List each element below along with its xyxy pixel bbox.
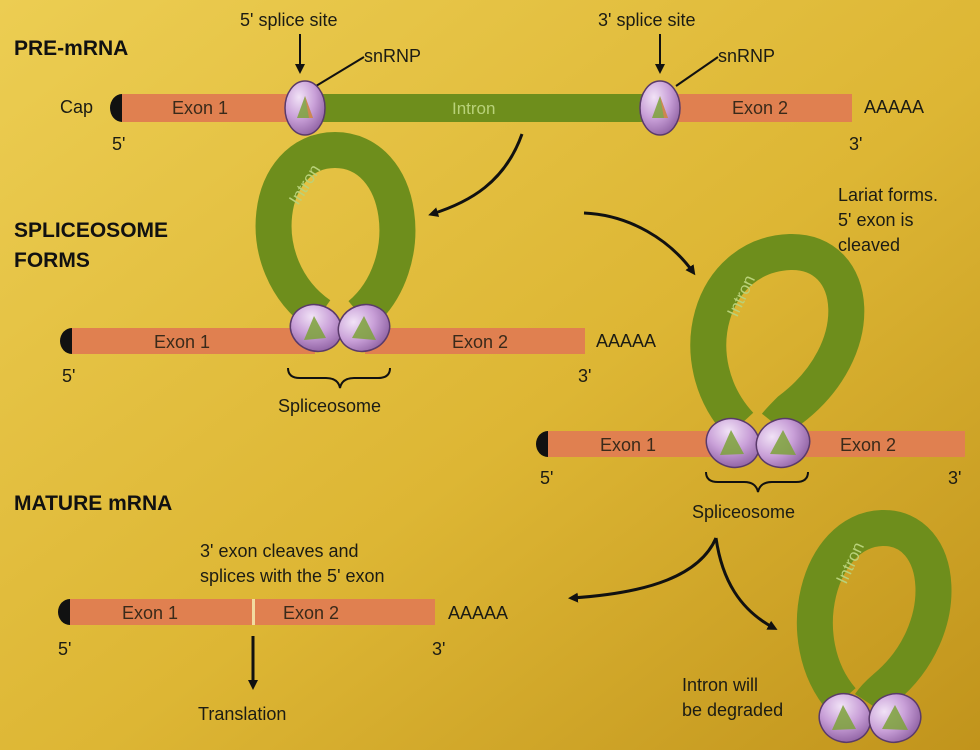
lariat-note-1: Lariat forms. xyxy=(838,185,938,205)
spliceosome-cap xyxy=(60,328,72,354)
pre-exon1 xyxy=(122,94,300,122)
mature-cap xyxy=(58,599,70,625)
lariat-intron-loop xyxy=(690,234,865,438)
snrnp-left xyxy=(284,80,326,136)
spliceosome-polya: AAAAA xyxy=(596,331,656,351)
pre-intron xyxy=(300,94,660,122)
lariat-end5: 5' xyxy=(540,468,553,488)
mature-end3: 3' xyxy=(432,639,445,659)
cap-label: Cap xyxy=(60,97,93,117)
degraded-note-2: be degraded xyxy=(682,700,783,720)
spliceosome-forms-heading-2: FORMS xyxy=(14,249,90,272)
spliceosome-label: Spliceosome xyxy=(278,396,381,416)
spliceosome-exon1 xyxy=(72,328,315,354)
arrow-to-degraded xyxy=(714,537,778,630)
lariat-brace xyxy=(705,471,809,493)
spliceosome-brace xyxy=(287,367,391,389)
arrow-to-mature xyxy=(568,537,718,603)
lariat-exon2-label: Exon 2 xyxy=(840,435,896,455)
pre-end3: 3' xyxy=(849,134,862,154)
snrnp-left-label: snRNP xyxy=(364,46,421,66)
splice-site-5-label: 5' splice site xyxy=(240,10,337,30)
cap-shape xyxy=(110,94,122,122)
lariat-cap xyxy=(536,431,548,457)
degraded-intron-loop xyxy=(796,510,952,715)
spliceosome-forms-heading-1: SPLICEOSOME xyxy=(14,219,168,242)
lariat-end3: 3' xyxy=(948,468,961,488)
mature-exon2 xyxy=(255,599,435,625)
lariat-exon1-label: Exon 1 xyxy=(600,435,656,455)
lariat-note-2: 5' exon is xyxy=(838,210,913,230)
snrnp-right-label: snRNP xyxy=(718,46,775,66)
pre-mrna-heading: PRE-mRNA xyxy=(14,37,128,60)
spliceosome-intron-loop xyxy=(255,131,416,330)
lariat-note-3: cleaved xyxy=(838,235,900,255)
pre-end5: 5' xyxy=(112,134,125,154)
lariat-spliceosome-label: Spliceosome xyxy=(692,502,795,522)
lariat-snrnp-pair xyxy=(705,417,811,469)
mature-polya: AAAAA xyxy=(448,603,508,623)
pre-exon2 xyxy=(660,94,852,122)
snrnp-right xyxy=(639,80,681,136)
mature-end5: 5' xyxy=(58,639,71,659)
pre-intron-label: Intron xyxy=(452,99,495,118)
snrnp-left-pointer xyxy=(315,56,365,87)
snrnp-right-pointer xyxy=(675,56,719,87)
spliceosome-end5: 5' xyxy=(62,366,75,386)
mature-note-1: 3' exon cleaves and xyxy=(200,541,359,561)
mature-note-2: splices with the 5' exon xyxy=(200,566,385,586)
splice-site-3-label: 3' splice site xyxy=(598,10,695,30)
spliceosome-exon2-label: Exon 2 xyxy=(452,332,508,352)
pre-exon2-label: Exon 2 xyxy=(732,98,788,118)
lariat-exon1 xyxy=(548,431,728,457)
translation-label: Translation xyxy=(198,704,286,724)
spliceosome-end3: 3' xyxy=(578,366,591,386)
degraded-note-1: Intron will xyxy=(682,675,758,695)
arrow-pre-to-spliceosome xyxy=(428,133,524,217)
mature-exon1 xyxy=(70,599,252,625)
arrow-to-lariat xyxy=(583,211,696,276)
mature-exon2-label: Exon 2 xyxy=(283,603,339,623)
mature-exon1-label: Exon 1 xyxy=(122,603,178,623)
spliceosome-snrnp-pair xyxy=(289,303,391,353)
mature-mrna-heading: MATURE mRNA xyxy=(14,492,172,515)
pre-exon1-label: Exon 1 xyxy=(172,98,228,118)
pre-polya: AAAAA xyxy=(864,97,924,117)
degraded-snrnp-pair xyxy=(818,693,922,743)
spliceosome-exon1-label: Exon 1 xyxy=(154,332,210,352)
lariat-exon2 xyxy=(790,431,965,457)
spliceosome-exon2 xyxy=(365,328,585,354)
